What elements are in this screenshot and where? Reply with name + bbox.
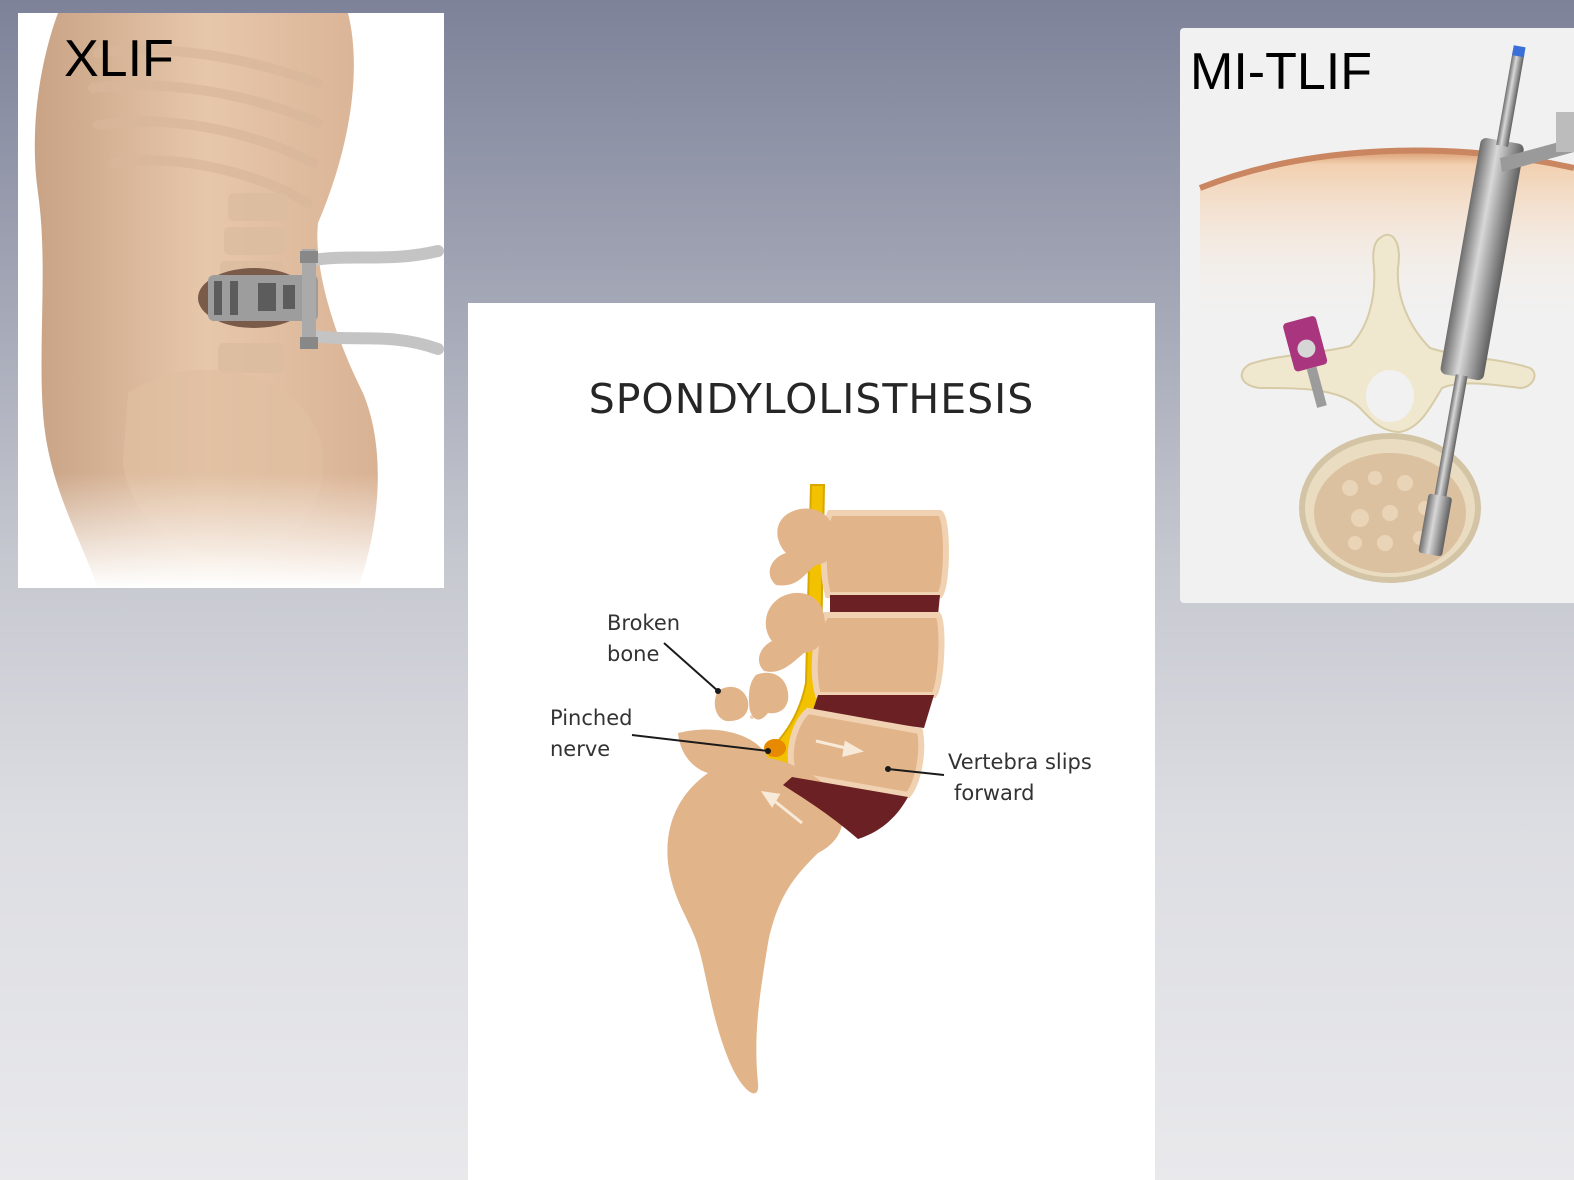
- vertebra-slips-callout-line-1: Vertebra slips: [948, 747, 1092, 778]
- pinched-nerve-highlight: [764, 739, 786, 757]
- mitlif-label: MI-TLIF: [1190, 46, 1372, 98]
- vertebra-slips-callout: Vertebra slips forward: [948, 747, 1092, 809]
- vertebra-slips-callout-line-2: forward: [948, 778, 1092, 809]
- mitlif-vertebra-illustration: [1180, 28, 1574, 603]
- broken-bone-callout-line-1: Broken: [607, 608, 680, 639]
- xlif-image-panel: XLIF: [18, 13, 444, 588]
- pinched-nerve-callout: Pinched nerve: [550, 703, 632, 765]
- xlif-torso-illustration: [18, 13, 444, 588]
- pinched-nerve-callout-line-2: nerve: [550, 734, 632, 765]
- vertebra-2: [815, 615, 942, 695]
- mitlif-image-panel: MI-TLIF: [1180, 28, 1574, 603]
- spondylolisthesis-diagram-panel: SPONDYLOLISTHESIS: [468, 303, 1155, 1180]
- vertebra-top: [824, 513, 946, 595]
- broken-bone-callout: Broken bone: [607, 608, 680, 670]
- broken-bone-callout-line-2: bone: [607, 639, 680, 670]
- xlif-label: XLIF: [64, 33, 174, 85]
- pinched-nerve-callout-line-1: Pinched: [550, 703, 632, 734]
